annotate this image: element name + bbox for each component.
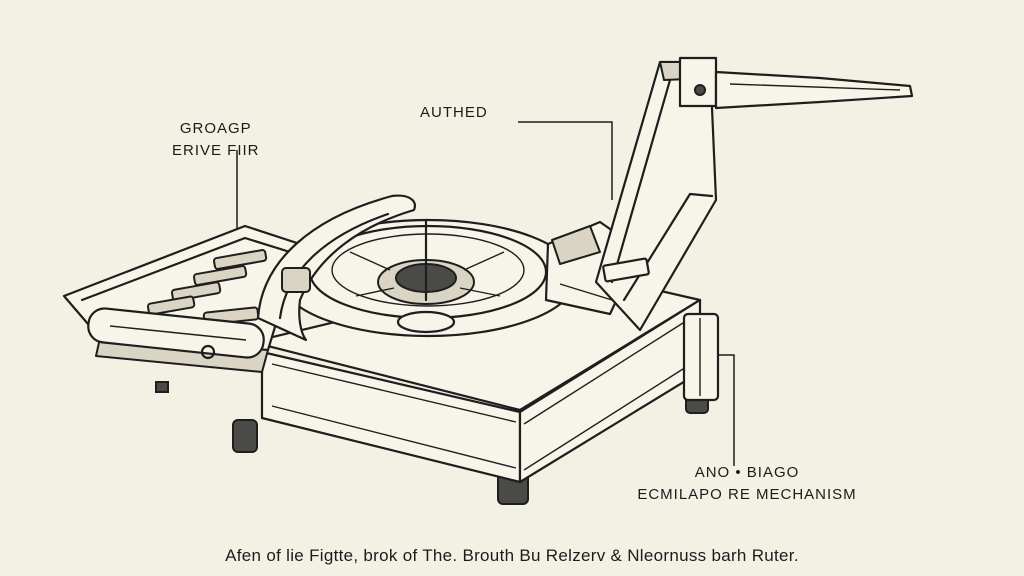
callout-top-left-line1: GROAGP — [179, 120, 252, 137]
callout-leaders — [236, 121, 735, 466]
control-tray — [62, 224, 302, 393]
right-post — [682, 312, 720, 402]
callout-bottom-right: ANO • BIAGO ECMILAPO RE MECHANISM — [612, 462, 882, 506]
figure-caption: Afen of lie Figtte, brok of The. Brouth … — [225, 546, 799, 565]
callout-top-left-line2: ERIVE FIIR — [172, 142, 260, 159]
callout-top-center: AUTHED — [420, 104, 488, 121]
callout-bottom-right-line1: ANO • BIAGO — [694, 464, 800, 481]
projecting-nozzle — [678, 56, 914, 110]
callout-bottom-right-line2: ECMILAPO RE MECHANISM — [637, 486, 857, 503]
callout-top-left: GROAGP ERIVE FIIR — [172, 118, 260, 162]
curved-arm — [256, 194, 416, 342]
